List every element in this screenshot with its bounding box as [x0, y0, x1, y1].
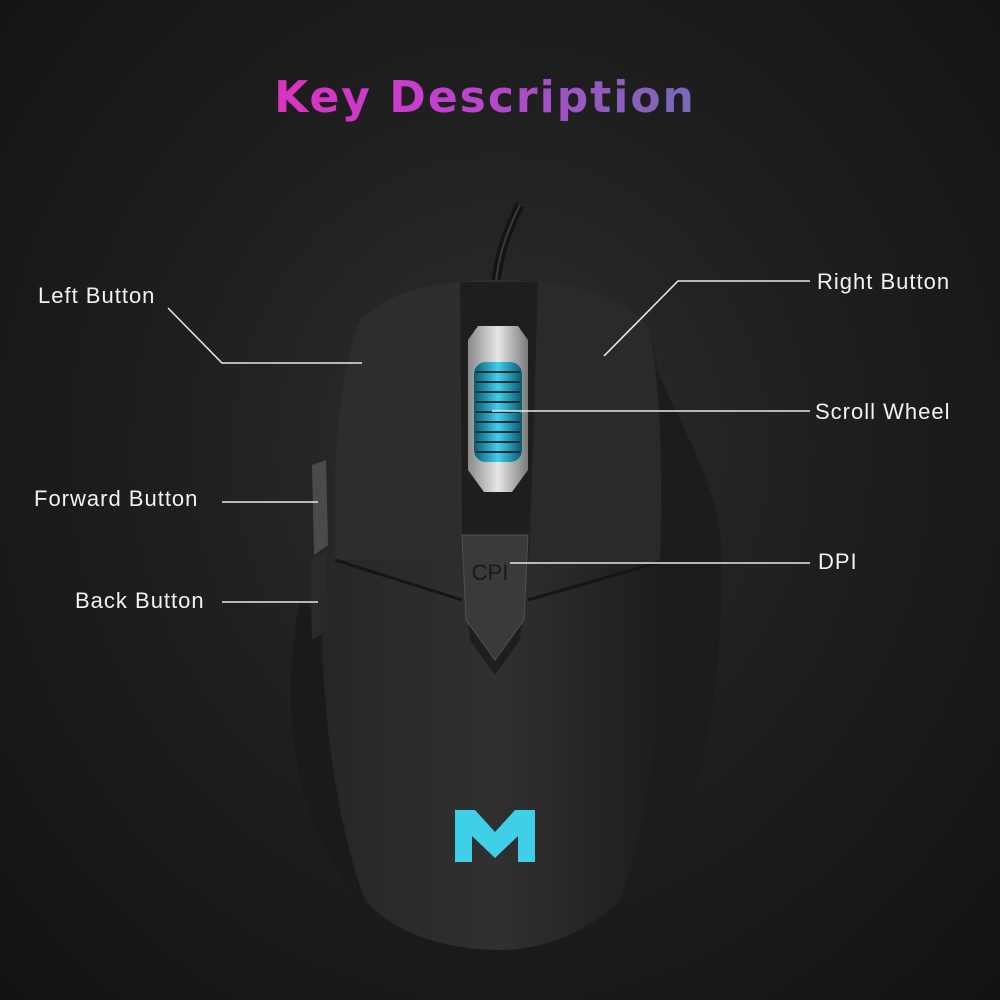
label-scroll-wheel: Scroll Wheel — [815, 399, 951, 424]
callout-right-button — [603, 280, 810, 357]
mouse-cable — [490, 202, 525, 293]
label-left-button: Left Button — [38, 283, 156, 308]
right-button-shape — [528, 282, 661, 562]
left-button-shape — [334, 282, 462, 560]
callout-left-button — [167, 307, 362, 364]
page-title: Key Description — [0, 72, 970, 123]
dpi-button — [461, 534, 529, 661]
label-forward-button: Forward Button — [34, 486, 199, 511]
left-side-grip — [290, 600, 380, 900]
label-dpi: DPI — [818, 549, 858, 574]
forward-button-shape — [312, 460, 328, 555]
mm-logo-icon — [455, 810, 535, 862]
callout-lines — [167, 280, 810, 603]
right-side-grip — [620, 330, 722, 900]
label-right-button: Right Button — [817, 269, 951, 294]
back-button-shape — [310, 552, 328, 640]
label-back-button: Back Button — [75, 588, 205, 613]
scroll-wheel-ridges — [476, 371, 520, 453]
dpi-button-text: CPI — [472, 560, 509, 585]
